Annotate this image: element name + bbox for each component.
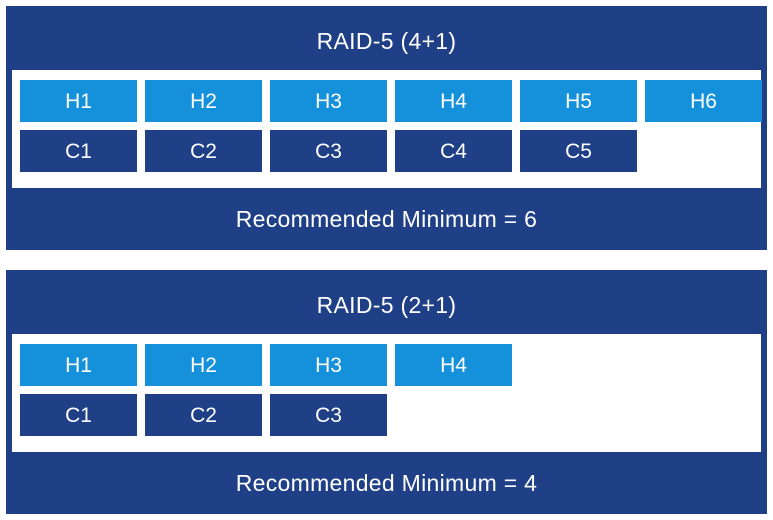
host-cell: H2 <box>145 344 262 386</box>
component-cell: C2 <box>145 130 262 172</box>
panel-title: RAID-5 (4+1) <box>316 28 457 54</box>
recommended-minimum-label: Recommended Minimum = 6 <box>235 206 538 232</box>
host-cell: H3 <box>270 80 387 122</box>
host-cell: H6 <box>645 80 762 122</box>
recommended-minimum-label: Recommended Minimum = 4 <box>235 470 538 496</box>
component-cell: C3 <box>270 394 387 436</box>
component-cell: C4 <box>395 130 512 172</box>
host-cell: H5 <box>520 80 637 122</box>
component-cell: C1 <box>20 394 137 436</box>
component-cell: C2 <box>145 394 262 436</box>
host-cell: H4 <box>395 344 512 386</box>
host-cell: H2 <box>145 80 262 122</box>
panel-title: RAID-5 (2+1) <box>316 292 457 318</box>
host-cell: H1 <box>20 80 137 122</box>
layout-area: H1 H2 H3 H4 C1 C2 C3 <box>12 334 761 452</box>
raid-panel-2-plus-1: RAID-5 (2+1) H1 H2 H3 H4 C1 C2 C3 Recomm… <box>6 270 767 514</box>
host-cell: H4 <box>395 80 512 122</box>
component-cell: C3 <box>270 130 387 172</box>
host-cell: H3 <box>270 344 387 386</box>
component-cell: C5 <box>520 130 637 172</box>
host-cell: H1 <box>20 344 137 386</box>
component-cell: C1 <box>20 130 137 172</box>
raid-panel-4-plus-1: RAID-5 (4+1) H1 H2 H3 H4 H5 H6 C1 C2 C3 … <box>6 6 767 250</box>
layout-area: H1 H2 H3 H4 H5 H6 C1 C2 C3 C4 C5 <box>12 70 762 188</box>
